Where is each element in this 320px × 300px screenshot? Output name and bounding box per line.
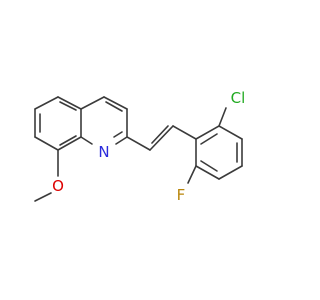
bond bbox=[126, 136, 151, 151]
oxygen-atom-label: O bbox=[52, 177, 64, 195]
bond bbox=[149, 125, 174, 151]
vinyl-linker bbox=[126, 125, 197, 151]
double-bond-inner bbox=[113, 131, 123, 138]
bond bbox=[34, 96, 59, 110]
bond bbox=[34, 136, 59, 151]
double-bond-inner bbox=[200, 160, 218, 172]
methoxy-group bbox=[34, 149, 59, 202]
bond bbox=[57, 96, 82, 110]
bond bbox=[218, 107, 227, 127]
bond bbox=[80, 136, 93, 145]
nitrogen-atom-label: N bbox=[98, 143, 109, 161]
molecule-structure: N O Cl F bbox=[34, 89, 246, 204]
bond bbox=[195, 165, 220, 180]
fluorine-atom-label: F bbox=[177, 186, 186, 204]
bond bbox=[80, 96, 105, 110]
bond bbox=[195, 125, 220, 140]
bond bbox=[34, 192, 52, 202]
bond bbox=[172, 125, 197, 140]
chlorine-atom-label: Cl bbox=[231, 89, 246, 107]
bond bbox=[218, 125, 243, 140]
double-bond-inner bbox=[151, 125, 169, 144]
double-bond-inner bbox=[59, 135, 77, 146]
bond bbox=[57, 136, 82, 151]
quinoline-pyridine-ring bbox=[80, 96, 128, 145]
bond bbox=[115, 136, 128, 145]
double-bond-inner bbox=[200, 133, 218, 145]
double-bond-inner bbox=[59, 101, 77, 111]
bond bbox=[103, 96, 128, 110]
double-bond-inner bbox=[105, 101, 123, 112]
halophenyl-ring bbox=[187, 107, 243, 184]
quinoline-benzo-ring bbox=[34, 96, 82, 151]
bond bbox=[187, 165, 197, 184]
bond bbox=[218, 165, 243, 180]
